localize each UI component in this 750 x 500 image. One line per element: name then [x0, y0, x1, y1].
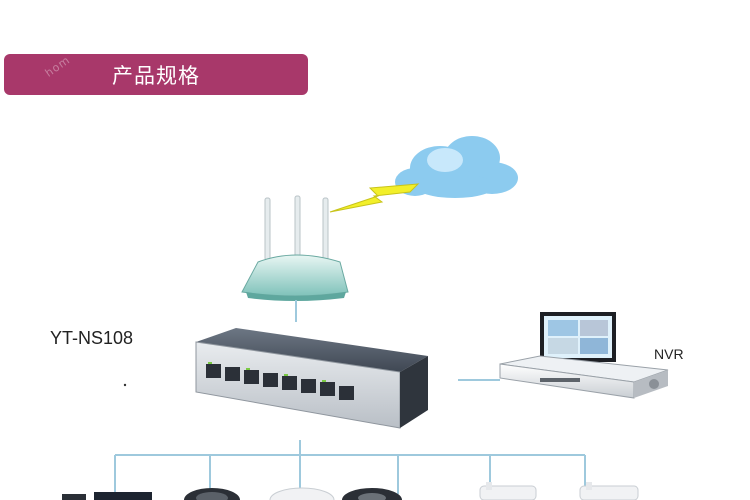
cloud-icon: [395, 136, 518, 198]
lightning-icon: [329, 183, 420, 213]
camera-cabling: [114, 440, 586, 494]
switch-model-label: YT-NS108: [50, 328, 134, 348]
nvr-icon: [499, 312, 669, 399]
router-icon: [241, 195, 349, 301]
header-banner: hom 产品规格: [4, 53, 308, 95]
bullet-camera-icon: [579, 482, 639, 500]
dome-camera-icon: [269, 487, 335, 500]
dot-mark: [123, 383, 127, 387]
monitor-icon: [62, 492, 152, 500]
dome-camera-icon: [342, 488, 402, 500]
network-switch-icon: [195, 328, 428, 429]
dome-camera-icon: [184, 488, 240, 500]
nvr-label: NVR: [654, 346, 684, 362]
bullet-camera-icon: [479, 482, 537, 500]
section-title: 产品规格: [112, 63, 200, 88]
